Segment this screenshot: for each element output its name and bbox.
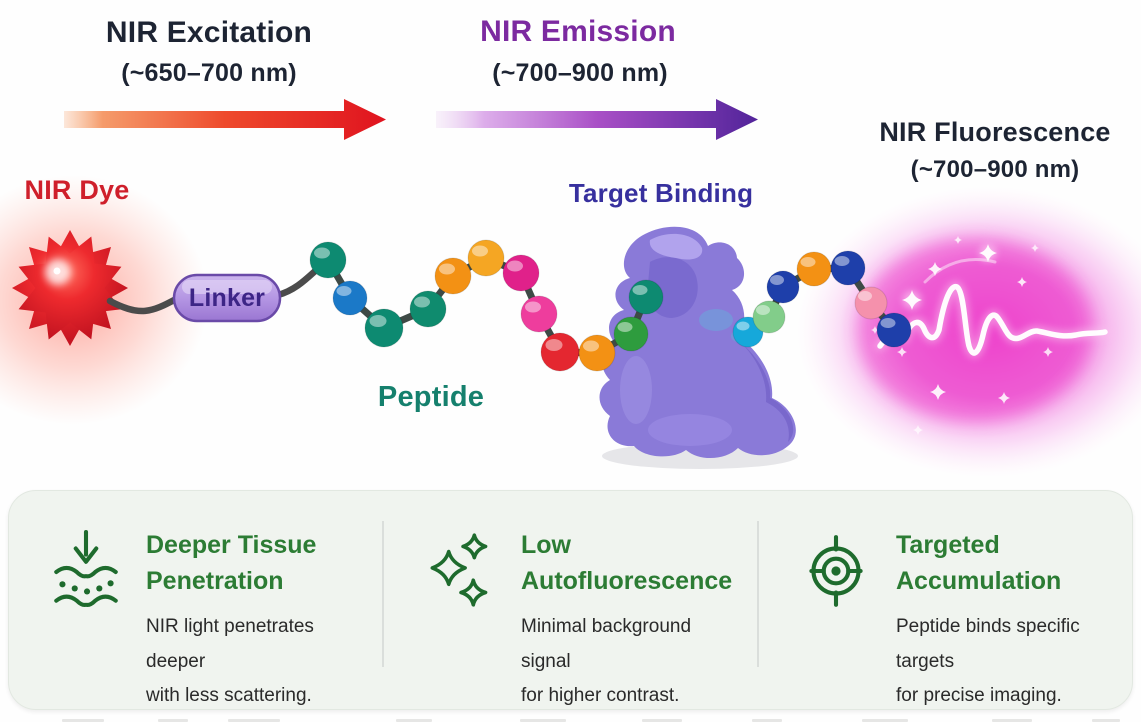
feature-title-line: Autofluorescence — [521, 567, 733, 595]
feature-desc-line: for precise imaging. — [896, 685, 1062, 707]
peptide-label: Peptide — [377, 381, 485, 413]
crosshair-target-icon — [803, 529, 869, 709]
emission-range: (~700–900 nm) — [492, 59, 668, 87]
feature-desc-line: NIR light penetrates deeper — [146, 616, 314, 672]
feature-title-line: Deeper Tissue — [146, 531, 317, 559]
feature-description: Peptide binds specific targets for preci… — [896, 610, 1120, 714]
cropped-caption-remnant — [0, 717, 1141, 722]
feature-description: NIR light penetrates deeper with less sc… — [146, 610, 370, 714]
peptide-beads — [309, 239, 912, 372]
linker-label: Linker — [188, 284, 266, 312]
target-binding-label: Target Binding — [568, 178, 754, 208]
feature-desc-line: for higher contrast. — [521, 685, 680, 707]
feature-text: Targeted Accumulation Peptide binds spec… — [896, 527, 1120, 709]
emission-arrow — [436, 99, 758, 140]
feature-targeted-accumulation: Targeted Accumulation Peptide binds spec… — [759, 491, 1132, 709]
feature-title: Deeper Tissue Penetration — [146, 527, 370, 599]
sparkle-stars — [871, 236, 1053, 435]
feature-deeper-tissue-penetration: Deeper Tissue Penetration NIR light pene… — [9, 491, 382, 709]
feature-title-line: Targeted — [896, 531, 1000, 559]
excitation-range: (~650–700 nm) — [121, 59, 297, 87]
feature-desc-line: with less scattering. — [146, 685, 312, 707]
feature-desc-line: Peptide binds specific targets — [896, 616, 1080, 672]
feature-title-line: Penetration — [146, 567, 284, 595]
linker-pill — [172, 273, 282, 323]
nir-dye-label: NIR Dye — [24, 175, 130, 205]
panel-divider — [382, 521, 384, 667]
fluorescence-title: NIR Fluorescence — [879, 117, 1111, 147]
fluorescence-range: (~700–900 nm) — [910, 156, 1080, 183]
feature-text: Low Autofluorescence Minimal background … — [521, 527, 745, 709]
excitation-title: NIR Excitation — [105, 16, 313, 49]
excitation-arrow — [64, 99, 386, 140]
panel-divider — [757, 521, 759, 667]
feature-low-autofluorescence: Low Autofluorescence Minimal background … — [384, 491, 757, 709]
peptide-bead-highlights — [314, 245, 896, 352]
features-panel: Deeper Tissue Penetration NIR light pene… — [8, 490, 1133, 710]
feature-title: Low Autofluorescence — [521, 527, 745, 599]
nir-dye-starburst — [12, 230, 128, 346]
dye-linker-connector — [106, 295, 180, 315]
fluorescence-wave — [875, 258, 1110, 358]
feature-title-line: Accumulation — [896, 567, 1062, 595]
feature-title-line: Low — [521, 531, 571, 559]
feature-desc-line: Minimal background signal — [521, 616, 692, 672]
sparkles-icon — [428, 529, 494, 709]
feature-description: Minimal background signal for higher con… — [521, 610, 745, 714]
feature-title: Targeted Accumulation — [896, 527, 1120, 599]
tissue-penetration-icon — [53, 529, 119, 709]
feature-text: Deeper Tissue Penetration NIR light pene… — [146, 527, 370, 709]
emission-title: NIR Emission — [480, 15, 676, 48]
